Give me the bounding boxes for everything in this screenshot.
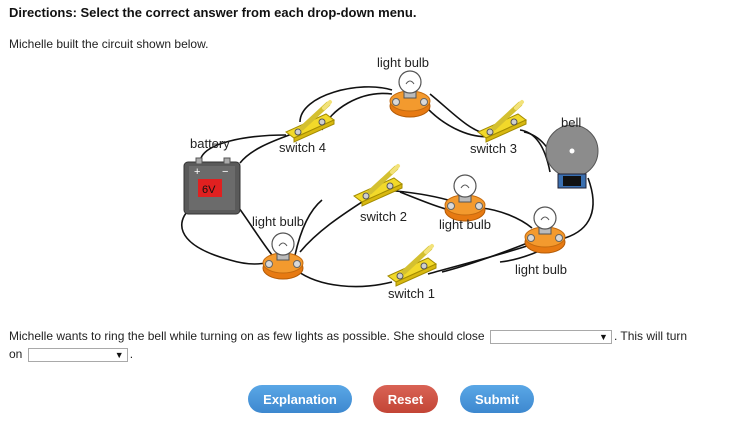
- switch-2-label: switch 2: [360, 209, 407, 224]
- bulb-center-icon: [444, 174, 486, 222]
- switch-3-label: switch 3: [470, 141, 517, 156]
- bulb-right-icon: [524, 206, 566, 254]
- submit-button[interactable]: Submit: [460, 385, 534, 413]
- question-text-part2: . This will turn: [613, 329, 688, 343]
- bulb-center-label: light bulb: [439, 217, 491, 232]
- chevron-down-icon: ▼: [114, 349, 124, 360]
- switch-4-icon: [286, 102, 334, 142]
- battery-minus-label: −: [222, 166, 228, 178]
- question-text-part3: on: [9, 347, 23, 361]
- lights-dropdown[interactable]: ▼: [27, 347, 128, 362]
- directions-text: Directions: Select the correct answer fr…: [9, 5, 417, 20]
- bulb-left-label: light bulb: [252, 214, 304, 229]
- bulb-right-label: light bulb: [515, 262, 567, 277]
- switch-dropdown[interactable]: ▼: [489, 329, 612, 344]
- circuit-diagram: + − 6V battery switch 4 light bulb switc…: [181, 55, 599, 301]
- battery-label: battery: [190, 136, 230, 151]
- bell-icon: [545, 124, 599, 189]
- bell-label: bell: [561, 115, 581, 130]
- switch-2-icon: [354, 166, 402, 206]
- switch-4-label: switch 4: [279, 140, 326, 155]
- battery-plus-label: +: [194, 166, 200, 178]
- explanation-button[interactable]: Explanation: [248, 385, 352, 413]
- battery-icon: + − 6V: [183, 157, 241, 215]
- intro-text: Michelle built the circuit shown below.: [9, 37, 209, 51]
- battery-voltage-label: 6V: [202, 184, 216, 196]
- question: Michelle wants to ring the bell while tu…: [9, 327, 744, 363]
- switch-3-icon: [478, 102, 526, 142]
- bulb-left-icon: [262, 232, 304, 280]
- question-text-part4: .: [129, 347, 134, 361]
- reset-button[interactable]: Reset: [373, 385, 438, 413]
- bulb-top-icon: [389, 70, 431, 118]
- switch-1-label: switch 1: [388, 286, 435, 301]
- bulb-top-label: light bulb: [377, 55, 429, 70]
- switch-1-icon: [388, 246, 436, 286]
- chevron-down-icon: ▼: [599, 331, 608, 342]
- question-text-part1: Michelle wants to ring the bell while tu…: [9, 329, 485, 343]
